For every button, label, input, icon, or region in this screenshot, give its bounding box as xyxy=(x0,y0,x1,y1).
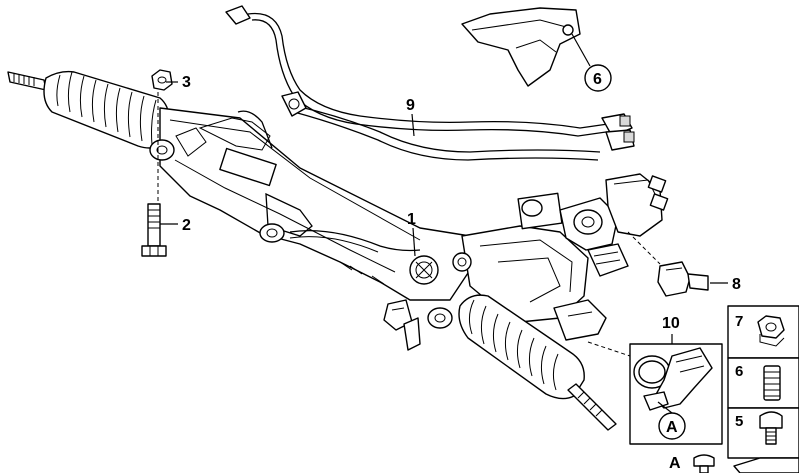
valve-body xyxy=(383,173,669,351)
label-8: 8 xyxy=(732,276,741,293)
legend-label-6: 6 xyxy=(735,363,743,380)
label-3: 3 xyxy=(182,74,191,91)
bottom-a-label: A xyxy=(669,455,681,472)
steering-rack xyxy=(7,70,669,431)
label-1: 1 xyxy=(407,211,416,228)
label-6: 6 xyxy=(593,71,602,88)
nut-part-3 xyxy=(151,69,173,91)
left-tie-rod xyxy=(7,71,47,91)
label-6-circle xyxy=(584,64,612,92)
heat-shield xyxy=(461,7,581,87)
bottom-ref-a: A xyxy=(669,454,799,473)
left-bellows-boot xyxy=(43,70,170,149)
ref-a-label: A xyxy=(666,419,678,436)
legend-label-5: 5 xyxy=(735,413,743,430)
spacer-icon-6 xyxy=(763,365,781,401)
legend-label-7: 7 xyxy=(735,313,743,330)
pressure-lines xyxy=(225,5,635,161)
callouts: 3 2 1 9 6 8 xyxy=(160,33,741,293)
nut-icon-7 xyxy=(757,315,785,347)
connector-dash-line xyxy=(627,231,661,265)
rack-housing xyxy=(149,107,471,301)
connector-part-8 xyxy=(657,261,709,297)
label-9: 9 xyxy=(406,97,415,114)
right-tie-rod xyxy=(567,383,617,431)
legend-panel: 7 6 5 xyxy=(727,305,799,459)
screw-icon xyxy=(693,454,715,467)
label-2: 2 xyxy=(182,217,191,234)
bracket-icon xyxy=(733,457,799,473)
detail-box-10: 10 A xyxy=(587,315,723,445)
bolt-icon-5 xyxy=(759,411,783,445)
label-10: 10 xyxy=(662,315,680,332)
bolt-part-2 xyxy=(141,203,167,257)
valve-component xyxy=(653,347,713,409)
